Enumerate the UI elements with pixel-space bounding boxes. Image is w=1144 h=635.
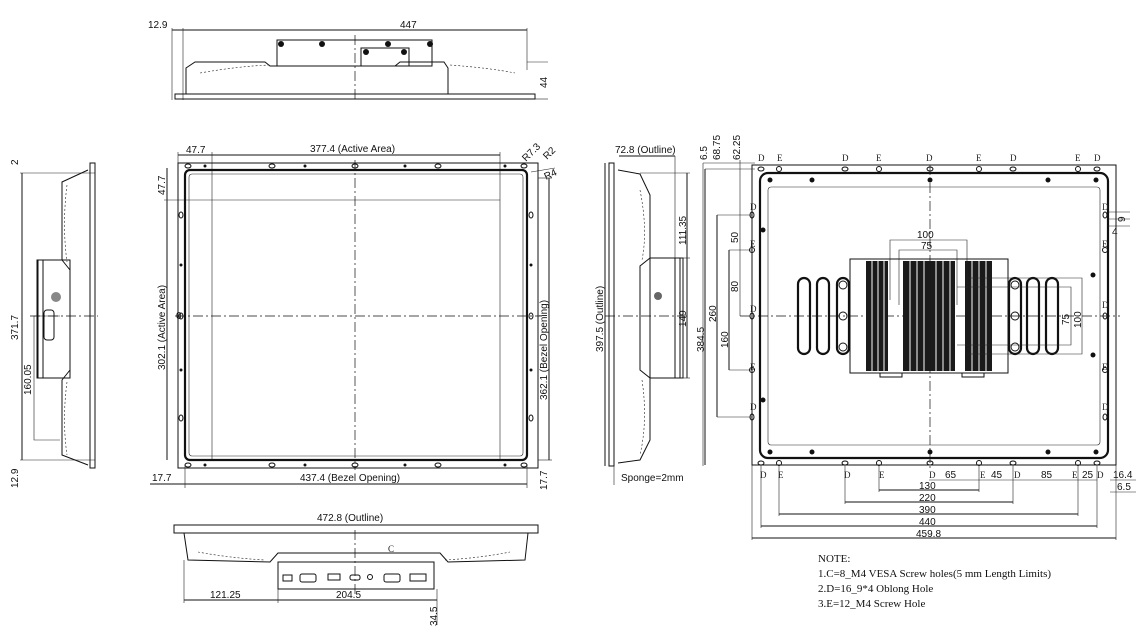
hole-label-d: D [926, 153, 933, 163]
top-view: 12.9 447 44 [148, 20, 550, 102]
hole-label-d: D [750, 202, 757, 212]
hole-label-d: D [760, 470, 767, 480]
dim-side-outline-height: 397.5 (Outline) [595, 286, 606, 352]
hole-label-d: D [842, 153, 849, 163]
dim-spacing-85: 85 [1041, 470, 1053, 481]
dim-bezel-width: 437.4 (Bezel Opening) [300, 473, 400, 484]
radius-label-2: R2 [541, 145, 558, 162]
dim-rear-left-4: 80 [730, 280, 741, 292]
hole-label-e: E [1072, 470, 1078, 480]
dim-rear-top-2: 62.25 [732, 135, 743, 160]
dim-margin-top: 47.7 [157, 175, 168, 195]
hole-label-e: E [750, 239, 756, 249]
dim-active-width: 377.4 (Active Area) [310, 144, 395, 155]
dim-bottom-outline: 472.8 (Outline) [317, 513, 383, 524]
hole-label-d: D [1094, 153, 1101, 163]
hole-label-e: E [1102, 239, 1108, 249]
hole-label-e: E [1075, 153, 1081, 163]
dim-left-bottom: 12.9 [10, 468, 21, 488]
dim-vesa-h-inner: 75 [921, 241, 933, 252]
label-c: C [388, 544, 394, 554]
hole-label-e: E [778, 470, 784, 480]
hole-label-d: D [750, 304, 757, 314]
hole-label-d: D [1014, 470, 1021, 480]
dim-side-top: 111.35 [678, 215, 689, 245]
dim-rear-left-0: 384.5 [696, 327, 707, 352]
notes-title: NOTE: [818, 553, 850, 565]
dim-slot-length: 9 [1117, 216, 1128, 222]
hole-label-d: D [758, 153, 765, 163]
bottom-view: 472.8 (Outline) C 121.25 204.5 34.5 [173, 513, 539, 626]
dim-top-depth: 44 [539, 76, 550, 88]
hole-label-d: D [1102, 300, 1109, 310]
dim-right-6-5: 6.5 [1117, 482, 1131, 493]
dim-bottom-390: 390 [919, 505, 936, 516]
dim-left-offset: 160.05 [23, 364, 34, 395]
hole-label-e: E [750, 362, 756, 372]
dim-bottom-220: 220 [919, 493, 936, 504]
dim-bottom-459-8: 459.8 [916, 529, 941, 540]
hole-label-e: E [980, 470, 986, 480]
dim-vesa-v-inner: 75 [1061, 313, 1072, 325]
hole-label-e: E [879, 470, 885, 480]
dim-spacing-45: 45 [991, 470, 1003, 481]
dim-margin-left: 47.7 [186, 145, 206, 156]
dim-rear-top-0: 6.5 [699, 146, 710, 160]
rear-view: 6.5 68.75 62.25 384.5 260 160 50 80 D E … [696, 135, 1136, 540]
front-view: 47.7 377.4 (Active Area) R7.3 R2 R4 47.7… [150, 141, 559, 490]
right-side-view: 72.8 (Outline) 397.5 (Outline) 111.35 14… [595, 145, 690, 485]
dim-spacing-25: 25 [1082, 470, 1094, 481]
radius-label-3: R4 [543, 167, 560, 183]
dim-top-left: 12.9 [148, 20, 168, 31]
dim-bottom-box: 204.5 [336, 590, 361, 601]
dim-spacing-65: 65 [945, 470, 957, 481]
hole-label-d: D [1010, 153, 1017, 163]
dim-bezel-bottom: 17.7 [539, 470, 550, 490]
dim-rear-left-3: 50 [730, 231, 741, 243]
hole-label-d: D [844, 470, 851, 480]
hole-label-d: D [929, 470, 936, 480]
sponge-label: Sponge=2mm [621, 473, 684, 484]
embedded-pc-box [849, 258, 1009, 378]
note-item: 1.C=8_M4 VESA Screw holes(5 mm Length Li… [818, 568, 1051, 580]
notes: NOTE: 1.C=8_M4 VESA Screw holes(5 mm Len… [818, 553, 1051, 610]
dim-bezel-height: 362.1 (Bezel Opening) [539, 300, 550, 400]
hole-label-e: E [976, 153, 982, 163]
dim-vesa-v-outer: 100 [1073, 311, 1084, 328]
note-item: 3.E=12_M4 Screw Hole [818, 598, 925, 610]
dim-bezel-left: 17.7 [152, 473, 172, 484]
dim-bottom-440: 440 [919, 517, 936, 528]
radius-label-1: R7.3 [520, 141, 543, 164]
dim-slot-width: 4 [1112, 227, 1118, 238]
dim-bottom-depth: 34.5 [429, 606, 440, 626]
note-item: 2.D=16_9*4 Oblong Hole [818, 583, 933, 595]
dim-left-height: 371.7 [10, 315, 21, 340]
hole-label-e: E [876, 153, 882, 163]
hole-label-d: D [1102, 402, 1109, 412]
dim-rear-top-1: 68.75 [712, 135, 723, 160]
hole-label-d: D [750, 402, 757, 412]
dim-bottom-left: 121.25 [210, 590, 241, 601]
dim-active-height: 302.1 (Active Area) [157, 285, 168, 370]
hole-label-d: D [1097, 470, 1104, 480]
dim-top-width: 447 [400, 20, 417, 31]
dim-bottom-130: 130 [919, 481, 936, 492]
dim-rear-left-2: 160 [720, 331, 731, 348]
dim-left-top: 2 [10, 159, 21, 165]
dim-right-16-4: 16.4 [1113, 470, 1133, 481]
dim-side-outline-depth: 72.8 (Outline) [615, 145, 676, 156]
dim-rear-left-1: 260 [708, 305, 719, 322]
left-side-view: 2 371.7 160.05 12.9 [10, 159, 98, 488]
dim-vesa-h-outer: 100 [917, 230, 934, 241]
hole-label-e: E [777, 153, 783, 163]
hole-label-d: D [1102, 202, 1109, 212]
dim-side-box: 149 [678, 310, 689, 327]
